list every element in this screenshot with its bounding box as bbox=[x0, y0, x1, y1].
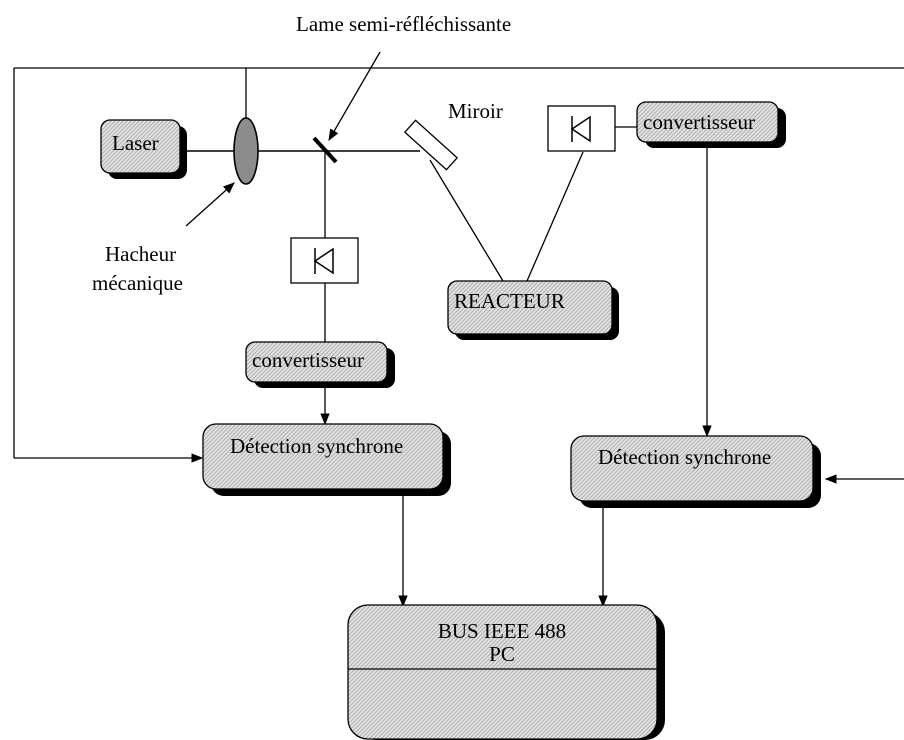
pc-label: PC bbox=[489, 642, 515, 666]
sync-detection-left-box: Détection synchrone bbox=[202, 423, 451, 496]
reactor-to-photodiode-beam bbox=[526, 151, 584, 282]
converter-left-box: convertisseur bbox=[245, 341, 395, 388]
chopper-pointer bbox=[185, 182, 235, 227]
converter-left-label: convertisseur bbox=[252, 348, 364, 372]
bus-pc-box: BUS IEEE 488 PC bbox=[347, 604, 665, 740]
sync-detection-right-label: Détection synchrone bbox=[598, 445, 771, 469]
photodiode-left-icon bbox=[290, 237, 359, 284]
mirror-label: Miroir bbox=[448, 99, 503, 123]
chopper-disc-icon bbox=[233, 117, 259, 185]
chopper-label-line1: Hacheur bbox=[105, 242, 176, 266]
reactor-box: REACTEUR bbox=[447, 280, 619, 340]
photodiode-right-icon bbox=[547, 105, 616, 152]
converter-right-box: convertisseur bbox=[636, 101, 786, 148]
chopper-label-line2: mécanique bbox=[92, 271, 183, 295]
connection-lines bbox=[13, 67, 904, 608]
laser-label: Laser bbox=[112, 131, 159, 155]
laser-box: Laser bbox=[100, 119, 187, 179]
converter-right-label: convertisseur bbox=[643, 110, 755, 134]
beam-splitter-pointer bbox=[328, 51, 381, 142]
beam-splitter-label: Lame semi-réfléchissante bbox=[296, 12, 511, 36]
mirror-icon bbox=[403, 119, 459, 171]
reactor-label: REACTEUR bbox=[454, 289, 565, 313]
mirror-to-reactor-beam bbox=[429, 159, 504, 282]
bus-label: BUS IEEE 488 bbox=[438, 619, 566, 643]
beam-splitter-plate-icon bbox=[312, 136, 338, 164]
sync-detection-left-label: Détection synchrone bbox=[230, 434, 403, 458]
sync-detection-right-box: Détection synchrone bbox=[570, 435, 821, 508]
